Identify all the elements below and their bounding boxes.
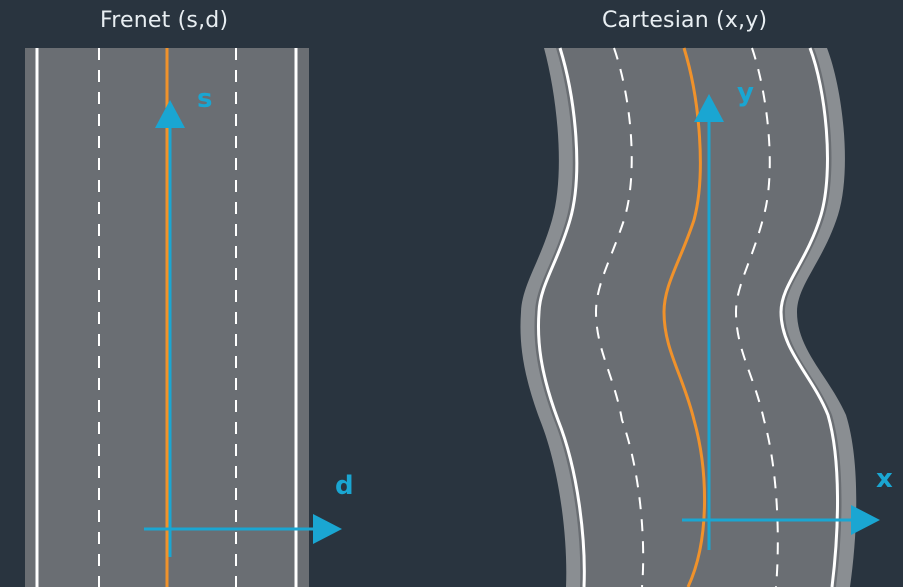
cartesian-x-label: x xyxy=(876,464,893,494)
cartesian-y-arrowhead xyxy=(694,94,724,122)
frenet-road xyxy=(25,48,309,587)
frenet-title: Frenet (s,d) xyxy=(100,8,229,33)
cartesian-title: Cartesian (x,y) xyxy=(602,8,768,33)
cartesian-x-arrowhead xyxy=(851,505,880,535)
cartesian-axes: y x xyxy=(682,78,893,550)
cartesian-left-lane-line xyxy=(594,47,645,587)
frenet-d-arrowhead xyxy=(313,514,342,544)
frenet-d-label: d xyxy=(335,471,354,501)
cartesian-y-label: y xyxy=(737,78,754,108)
cartesian-right-edge-line xyxy=(779,47,839,587)
cartesian-road xyxy=(520,47,857,587)
frenet-s-arrowhead xyxy=(155,100,185,128)
frenet-s-label: s xyxy=(197,84,212,114)
cartesian-center-line xyxy=(662,47,706,587)
cartesian-right-lane-line xyxy=(734,47,779,587)
frenet-axes: s d xyxy=(144,84,354,557)
cartesian-left-edge-line xyxy=(536,47,586,587)
cartesian-road-surface xyxy=(534,48,842,587)
